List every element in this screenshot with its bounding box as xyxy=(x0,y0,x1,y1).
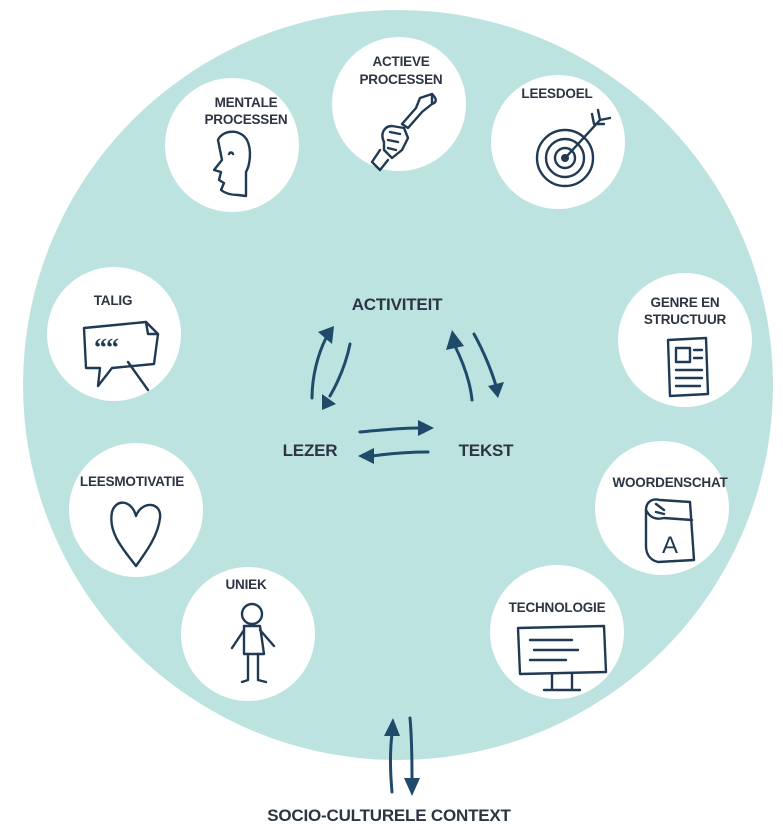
speech-bubble-icon: “ “ xyxy=(82,320,160,392)
book-icon: A xyxy=(644,498,696,564)
node-leesdoel: LEESDOEL xyxy=(491,75,625,209)
node-label-line1: ACTIEVE xyxy=(372,54,429,69)
node-label-line1: UNIEK xyxy=(225,577,266,592)
target-icon xyxy=(535,108,612,188)
node-circle xyxy=(491,75,625,209)
context-label: SOCIO-CULTURELE CONTEXT xyxy=(267,806,511,825)
person-icon xyxy=(230,602,276,684)
node-woordenschat: WOORDENSCHAT A xyxy=(595,441,729,575)
node-label-line1: LEESMOTIVATIE xyxy=(80,474,184,489)
core-label-tekst: TEKST xyxy=(459,441,515,460)
node-label-line1: GENRE EN xyxy=(651,295,720,310)
arrow-activiteit-to-tekst xyxy=(472,332,504,398)
heart-icon xyxy=(110,501,162,568)
node-label-line1: TECHNOLOGIE xyxy=(509,600,606,615)
node-genre-en-structuur: GENRE EN STRUCTUUR xyxy=(618,273,752,407)
node-leesmotivatie: LEESMOTIVATIE xyxy=(69,443,203,577)
arrow-tekst-to-lezer xyxy=(358,448,430,464)
letter-glyph: A xyxy=(662,532,678,559)
node-circle xyxy=(47,267,181,401)
core-label-activiteit: ACTIVITEIT xyxy=(352,295,443,314)
node-label-line1: TALIG xyxy=(94,293,133,308)
monitor-icon xyxy=(516,624,608,692)
arrow-activiteit-to-lezer xyxy=(322,342,352,410)
node-mentale-processen: MENTALE PROCESSEN xyxy=(165,78,299,212)
arrow-context-up xyxy=(384,718,400,794)
arrow-tekst-to-activiteit xyxy=(446,330,474,402)
node-label-line2: PROCESSEN xyxy=(205,112,288,127)
wrench-hand-icon xyxy=(370,92,437,172)
quote-glyph: “ xyxy=(94,333,107,362)
node-label-line1: WOORDENSCHAT xyxy=(612,475,728,490)
node-label-line2: STRUCTUUR xyxy=(644,312,727,327)
document-icon xyxy=(666,336,710,398)
node-circle xyxy=(332,37,466,171)
node-label-line1: MENTALE xyxy=(215,95,278,110)
arrow-lezer-to-activiteit xyxy=(310,326,334,400)
arrow-lezer-to-tekst xyxy=(358,420,434,436)
node-uniek: UNIEK xyxy=(181,567,315,701)
node-technologie: TECHNOLOGIE xyxy=(490,565,624,699)
node-circle xyxy=(181,567,315,701)
node-circle xyxy=(69,443,203,577)
quote-glyph: “ xyxy=(106,333,119,362)
node-label-line1: LEESDOEL xyxy=(521,86,592,101)
head-icon xyxy=(212,130,252,198)
node-circle xyxy=(165,78,299,212)
core-label-lezer: LEZER xyxy=(283,441,338,460)
node-label-line2: PROCESSEN xyxy=(360,72,443,87)
node-actieve-processen: ACTIEVE PROCESSEN xyxy=(332,37,466,172)
arrow-context-down xyxy=(404,716,420,796)
node-circle xyxy=(490,565,624,699)
node-talig: TALIG “ “ xyxy=(47,267,181,401)
